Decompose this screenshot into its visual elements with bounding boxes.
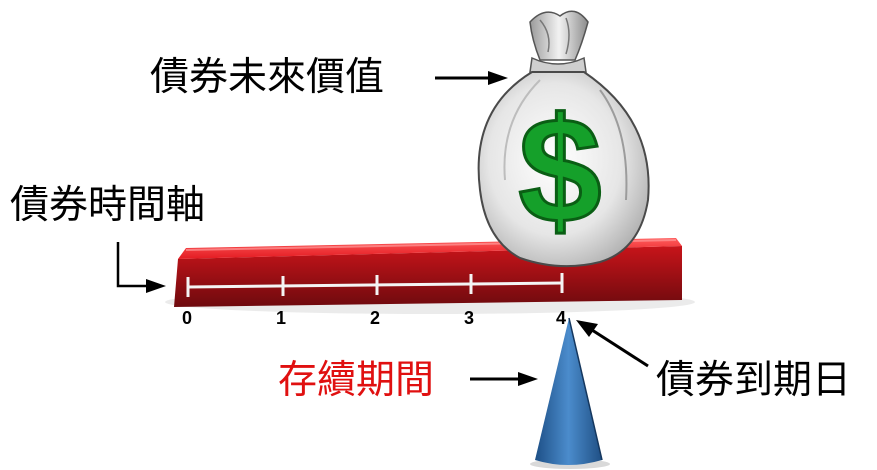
- future-value-label: 債券未來價值: [150, 55, 385, 100]
- tick-label-2: 2: [370, 308, 380, 328]
- tick-label-3: 3: [464, 308, 474, 328]
- tick-label-0: 0: [182, 308, 192, 328]
- timeline-label: 債券時間軸: [10, 183, 206, 228]
- maturity-date-label: 債券到期日: [656, 358, 852, 403]
- duration-label: 存續期間: [278, 358, 435, 403]
- fulcrum-cone: [535, 317, 603, 465]
- maturity-arrow: [576, 320, 649, 368]
- future-value-arrow: [435, 71, 508, 85]
- tick-label-4: 4: [556, 308, 566, 328]
- tick-label-1: 1: [276, 308, 286, 328]
- timeline-axis-line: [187, 281, 563, 289]
- timeline-arrow: [116, 242, 166, 293]
- dollar-sign: $: [518, 86, 601, 254]
- duration-arrow: [470, 372, 538, 386]
- money-bag-icon: $: [477, 10, 650, 268]
